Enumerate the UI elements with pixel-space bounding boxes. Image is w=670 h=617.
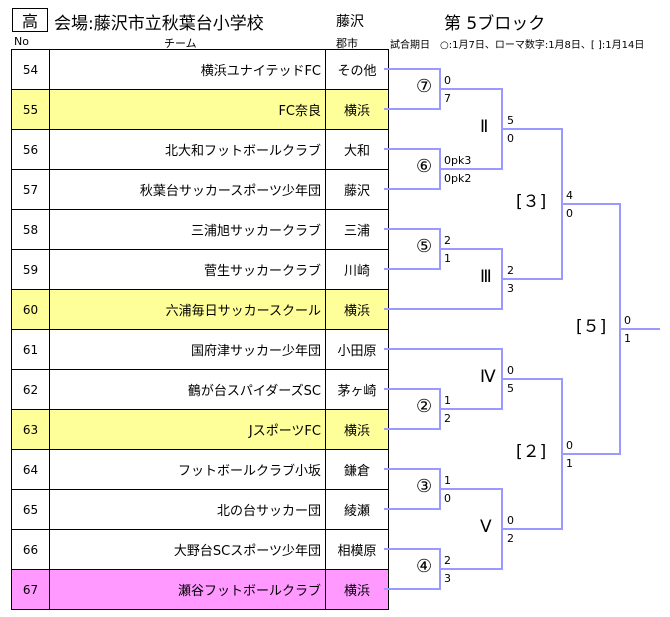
team-number: 56: [11, 129, 50, 170]
team-city: 鎌倉: [325, 449, 389, 490]
match-label: Ⅴ: [480, 517, 492, 537]
score-bottom: 2: [507, 532, 514, 545]
team-number: 65: [11, 489, 50, 530]
score-top: 1: [444, 394, 451, 407]
team-number: 62: [11, 369, 50, 410]
score-top: 2: [444, 554, 451, 567]
score-top: 0: [444, 74, 451, 87]
block-title: 第 5ブロック: [444, 14, 546, 34]
team-name: 国府津サッカー少年団: [49, 329, 326, 370]
score-bottom: 0: [444, 492, 451, 505]
team-number: 63: [11, 409, 50, 450]
team-name: 北大和フットボールクラブ: [49, 129, 326, 170]
semifinal-label: [３]: [516, 192, 547, 212]
match-label: ④: [416, 556, 433, 577]
score-top: 5: [507, 114, 514, 127]
match-label: Ⅱ: [480, 117, 489, 137]
team-city: 三浦: [325, 209, 389, 250]
team-number: 67: [11, 569, 50, 610]
score-bottom: 1: [566, 457, 573, 470]
team-number: 66: [11, 529, 50, 570]
team-city: 茅ヶ崎: [325, 369, 389, 410]
team-name: 秋葉台サッカースポーツ少年団: [49, 169, 326, 210]
team-name: 六浦毎日サッカースクール: [49, 289, 326, 330]
team-name: 北の台サッカー団: [49, 489, 326, 530]
score-bottom: 1: [444, 252, 451, 265]
score-top: 2: [507, 264, 514, 277]
match-label: ⑦: [416, 76, 433, 97]
score-top: 2: [444, 234, 451, 247]
team-name: 三浦旭サッカークラブ: [49, 209, 326, 250]
team-number: 61: [11, 329, 50, 370]
score-top: 0: [624, 314, 631, 327]
team-number: 59: [11, 249, 50, 290]
match-date-legend: 試合期日 ○:1月7日、ローマ数字:1月8日、[ ]:1月14日: [390, 40, 645, 51]
team-city: 小田原: [325, 329, 389, 370]
score-top: 0: [566, 439, 573, 452]
team-city: 川崎: [325, 249, 389, 290]
category-badge: 高: [12, 8, 48, 32]
team-name: 大野台SCスポーツ少年団: [49, 529, 326, 570]
venue-title: 会場:藤沢市立秋葉台小学校: [54, 14, 264, 34]
score-top: 4: [566, 189, 573, 202]
score-top: 1: [444, 474, 451, 487]
semifinal-label: [２]: [516, 442, 547, 462]
column-header-city: 郡市: [336, 37, 358, 50]
team-name: FC奈良: [49, 89, 326, 130]
match-label: Ⅳ: [480, 367, 496, 387]
score-top: 0pk3: [444, 154, 472, 167]
score-top: 0: [507, 364, 514, 377]
score-top: 0: [507, 514, 514, 527]
team-city: 藤沢: [325, 169, 389, 210]
score-bottom: 5: [507, 382, 514, 395]
team-name: JスポーツFC: [49, 409, 326, 450]
venue-city: 藤沢: [336, 14, 364, 30]
column-header-team: チーム: [164, 37, 197, 50]
score-bottom: 1: [624, 332, 631, 345]
match-label: ⑤: [416, 236, 433, 257]
match-label: ②: [416, 396, 433, 417]
score-bottom: 3: [444, 572, 451, 585]
score-bottom: 0pk2: [444, 172, 472, 185]
team-city: 横浜: [325, 289, 389, 330]
final-label: [５]: [576, 317, 607, 337]
score-bottom: 0: [507, 132, 514, 145]
column-header-no: No: [14, 35, 29, 48]
team-name: 瀬谷フットボールクラブ: [49, 569, 326, 610]
score-bottom: 3: [507, 282, 514, 295]
match-label: Ⅲ: [480, 267, 492, 287]
team-number: 55: [11, 89, 50, 130]
score-bottom: 0: [566, 207, 573, 220]
team-city: 横浜: [325, 89, 389, 130]
match-label: ⑥: [416, 156, 433, 177]
score-bottom: 2: [444, 412, 451, 425]
team-city: 横浜: [325, 569, 389, 610]
match-label: ③: [416, 476, 433, 497]
score-bottom: 7: [444, 92, 451, 105]
